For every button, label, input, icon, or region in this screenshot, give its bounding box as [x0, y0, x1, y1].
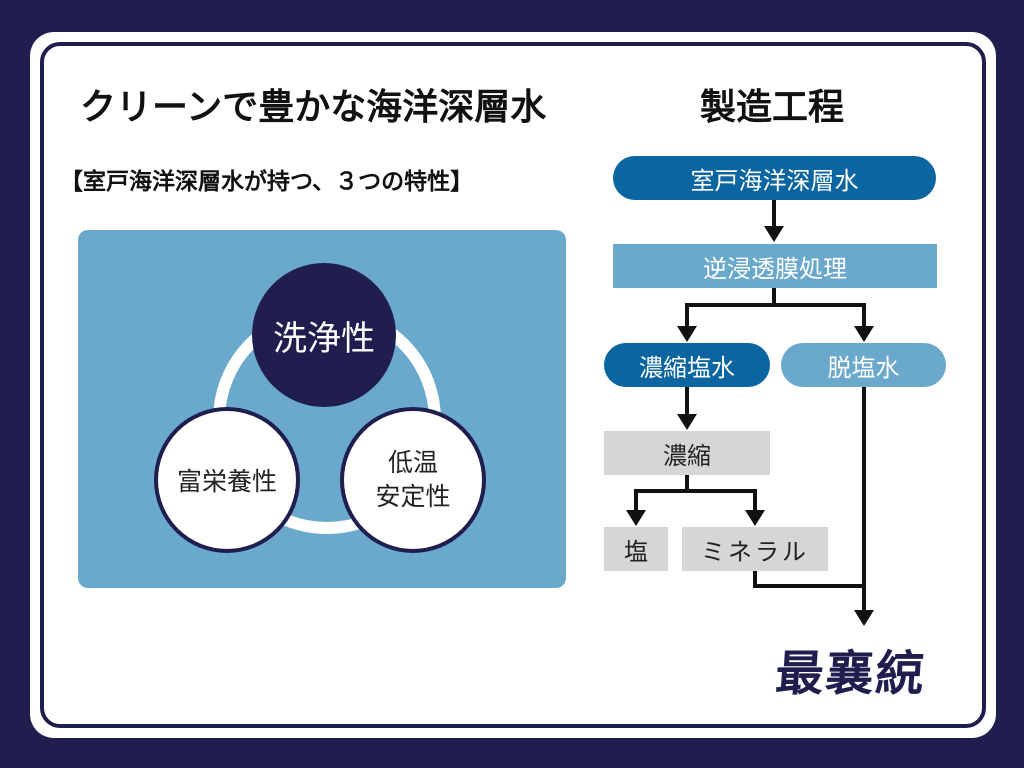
flow-desalinated-water: 脱塩水 — [781, 343, 946, 387]
property-nutrient-rich-label: 富栄養性 — [176, 467, 277, 496]
flow-concentration-label: 濃縮 — [663, 441, 711, 470]
property-nutrient-rich: 富栄養性 — [154, 407, 300, 553]
flow-concentration: 濃縮 — [604, 431, 770, 475]
property-low-temp-label: 低温 — [387, 448, 438, 477]
property-low-temp-stability: 低温 安定性 — [340, 407, 486, 553]
property-stability-label: 安定性 — [375, 482, 451, 511]
flow-salt-label: 塩 — [624, 537, 648, 566]
inner-border — [40, 42, 986, 728]
flow-concentrated-brine-label: 濃縮塩水 — [639, 353, 735, 382]
flow-mineral: ミネラル — [682, 527, 828, 571]
flow-desalinated-water-label: 脱塩水 — [827, 353, 900, 382]
product-brand-logo: 最襄綂 — [773, 646, 928, 702]
property-cleanliness: 洗浄性 — [252, 263, 396, 407]
properties-subtitle: 【室戸海洋深層水が持つ、３つの特性】 — [60, 168, 474, 195]
flow-reverse-osmosis: 逆浸透膜処理 — [613, 244, 937, 288]
flow-concentrated-brine: 濃縮塩水 — [604, 343, 770, 387]
flow-salt: 塩 — [604, 527, 668, 571]
flow-mineral-label: ミネラル — [701, 537, 809, 566]
process-title: 製造工程 — [700, 86, 845, 128]
flow-source-label: 室戸海洋深層水 — [690, 166, 859, 195]
property-cleanliness-label: 洗浄性 — [273, 318, 375, 359]
flow-source: 室戸海洋深層水 — [613, 156, 936, 200]
flow-reverse-osmosis-label: 逆浸透膜処理 — [703, 254, 847, 283]
main-title: クリーンで豊かな海洋深層水 — [80, 86, 547, 128]
